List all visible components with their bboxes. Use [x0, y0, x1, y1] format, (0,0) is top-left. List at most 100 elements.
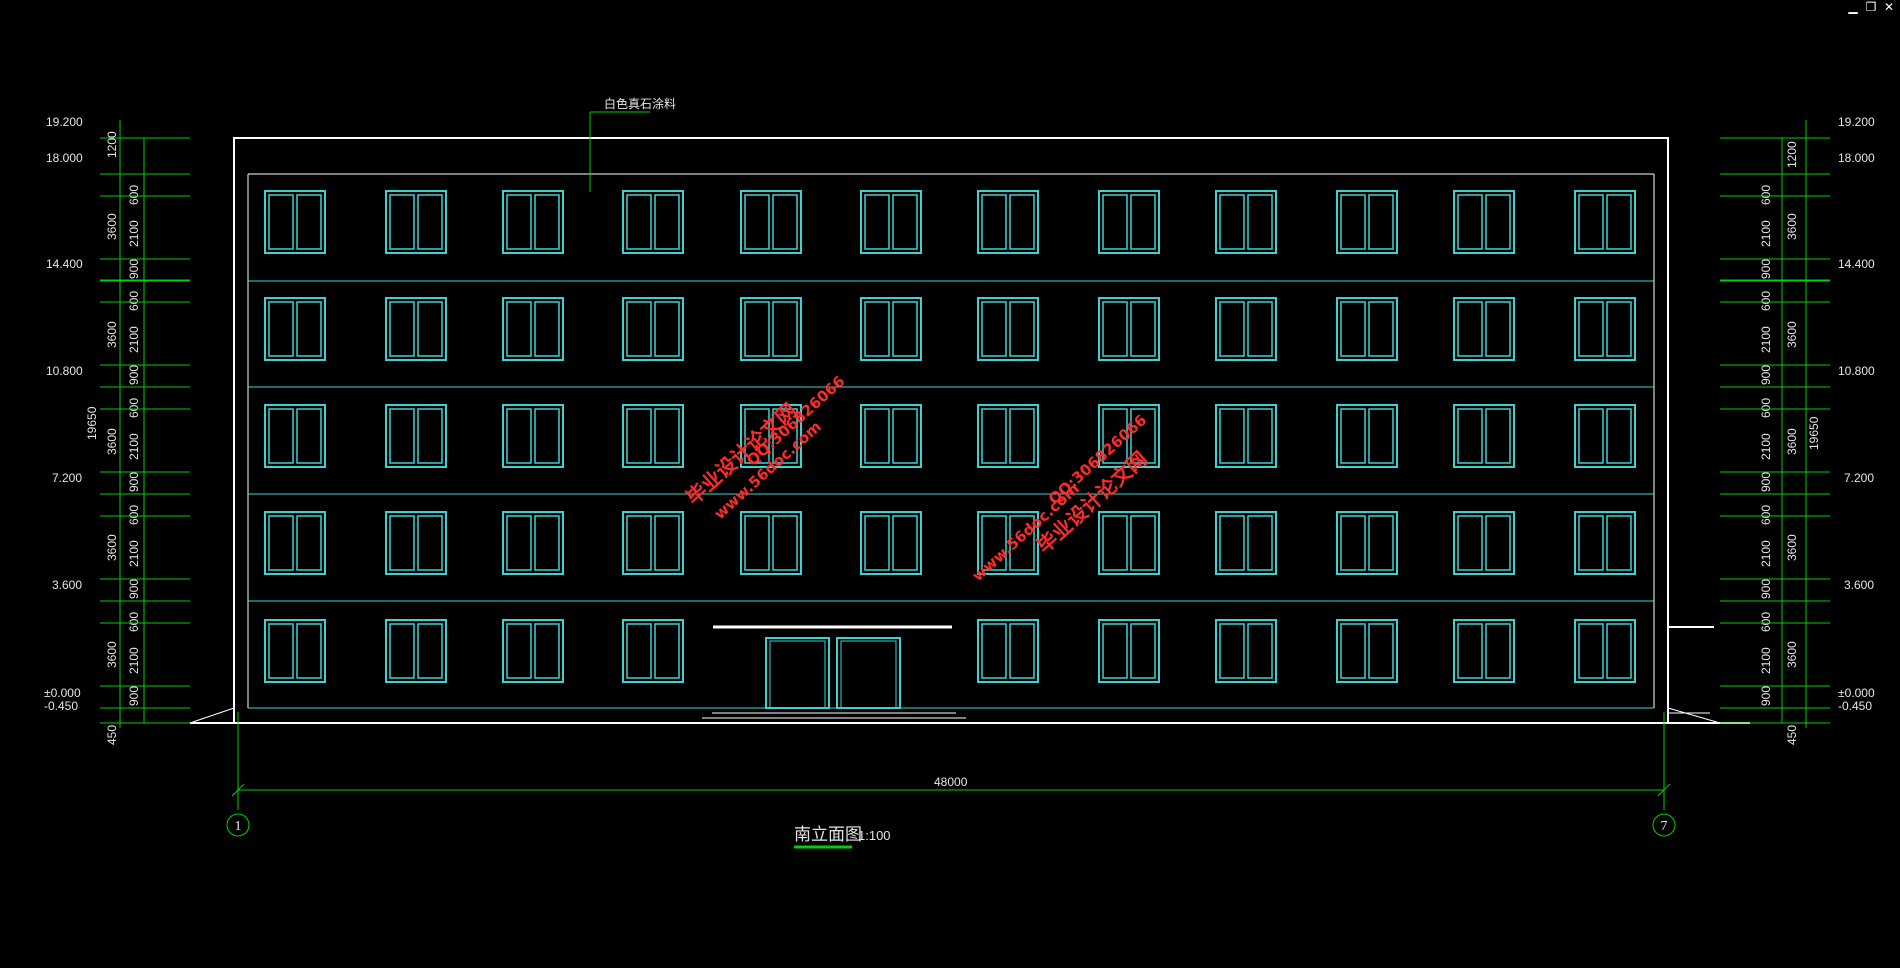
level-0000-left: ±0.000 [44, 686, 81, 700]
window [1215, 511, 1277, 575]
level-7200-left: 7.200 [52, 471, 82, 485]
watermark-1: www.56doc.com QQ:306826066 毕业设计论文网 [681, 372, 848, 523]
window [622, 190, 684, 254]
dim-sill-right: 900 [1759, 686, 1773, 706]
dimension-ticks [100, 173, 1830, 709]
window [502, 619, 564, 683]
level-14400-right: 14.400 [1838, 257, 1875, 271]
window [264, 190, 326, 254]
window [860, 404, 922, 468]
close-button[interactable]: ✕ [1883, 0, 1895, 14]
window [1336, 297, 1398, 361]
window-grid [264, 190, 1636, 683]
window [1453, 619, 1515, 683]
dim-lintel-left: 600 [127, 398, 141, 418]
level-10800-left: 10.800 [46, 364, 83, 378]
level-18000-left: 18.000 [46, 151, 83, 165]
dim-lintel-left: 600 [127, 505, 141, 525]
level-0450-left: -0.450 [44, 699, 78, 713]
drawing-title: 南立面图 [794, 825, 862, 845]
window [977, 404, 1039, 468]
window [264, 619, 326, 683]
dim-lintel-left: 600 [127, 291, 141, 311]
dim-floor-left-4: 3600 [105, 213, 119, 240]
window [1098, 619, 1160, 683]
dim-window-left: 2100 [127, 220, 141, 247]
window [1336, 619, 1398, 683]
building-outline [233, 137, 1669, 724]
window [860, 297, 922, 361]
dim-floor-right-0: 3600 [1785, 641, 1799, 668]
level-19200-left: 19.200 [46, 115, 83, 129]
axis-bubble-end [1652, 813, 1676, 837]
window [385, 619, 447, 683]
vertical-dims-left: 1200 19650 3600 3600 3600 3600 3600 450 [85, 131, 119, 745]
minimize-button[interactable]: ▁ [1848, 0, 1858, 14]
restore-button[interactable]: ❐ [1865, 0, 1877, 14]
window [264, 297, 326, 361]
drawing-scale: 1:100 [858, 828, 891, 843]
axis-bubble-start [226, 813, 250, 837]
dim-window-right: 2100 [1759, 433, 1773, 460]
window [1574, 190, 1636, 254]
dim-parapet-right: 1200 [1785, 141, 1799, 168]
overall-width-text: 48000 [934, 775, 968, 789]
window [1098, 511, 1160, 575]
level-0000-right: ±0.000 [1838, 686, 1875, 700]
ground-slope-right [1667, 707, 1721, 724]
window [1574, 404, 1636, 468]
window [860, 511, 922, 575]
window [1336, 190, 1398, 254]
dim-floor-left-1: 3600 [105, 534, 119, 561]
vertical-dims-right: 1200 19650 3600 3600 3600 3600 3600 450 [1785, 141, 1821, 745]
window [1453, 511, 1515, 575]
level-0450-right: -0.450 [1838, 699, 1872, 713]
dim-window-right: 2100 [1759, 220, 1773, 247]
dim-sill-left: 900 [127, 472, 141, 492]
axis-label-end: 7 [1661, 819, 1668, 834]
dim-lintel-left: 600 [127, 612, 141, 632]
level-labels-left: 19.200 18.000 14.400 10.800 7.200 3.600 … [44, 115, 83, 713]
dim-lintel-right: 600 [1759, 612, 1773, 632]
material-note-text: 白色真石涂料 [604, 96, 676, 111]
dim-sill-left: 900 [127, 259, 141, 279]
window [1098, 297, 1160, 361]
dim-base-left: 450 [105, 725, 119, 745]
window [1574, 511, 1636, 575]
dim-sill-left: 900 [127, 365, 141, 385]
ground-slope-left [189, 707, 235, 724]
dim-sill-right: 900 [1759, 365, 1773, 385]
dim-lintel-right: 600 [1759, 291, 1773, 311]
window [264, 404, 326, 468]
window [1215, 404, 1277, 468]
dimension-chain-left [100, 120, 190, 728]
entrance [702, 625, 1714, 719]
material-note: 白色真石涂料 [589, 96, 676, 192]
dim-sill-right: 900 [1759, 472, 1773, 492]
window [1336, 511, 1398, 575]
entrance-door-right [836, 637, 901, 709]
window [622, 511, 684, 575]
dim-lintel-left: 600 [127, 185, 141, 205]
dim-parapet-left: 1200 [105, 131, 119, 158]
dim-base-right: 450 [1785, 725, 1799, 745]
window [977, 619, 1039, 683]
dim-floor-left-0: 3600 [105, 641, 119, 668]
dim-floor-right-1: 3600 [1785, 534, 1799, 561]
window [1574, 619, 1636, 683]
dim-floor-right-3: 3600 [1785, 321, 1799, 348]
window [385, 511, 447, 575]
window [385, 190, 447, 254]
dim-floor-left-3: 3600 [105, 321, 119, 348]
window [740, 297, 802, 361]
window [264, 511, 326, 575]
level-19200-right: 19.200 [1838, 115, 1875, 129]
dim-floor-left-2: 3600 [105, 428, 119, 455]
dim-lintel-right: 600 [1759, 185, 1773, 205]
dim-sill-left: 900 [127, 686, 141, 706]
level-labels-right: 19.200 18.000 14.400 10.800 7.200 3.600 … [1838, 115, 1875, 713]
window [1453, 404, 1515, 468]
level-3600-right: 3.600 [1844, 578, 1874, 592]
floor-lines [248, 280, 1654, 709]
